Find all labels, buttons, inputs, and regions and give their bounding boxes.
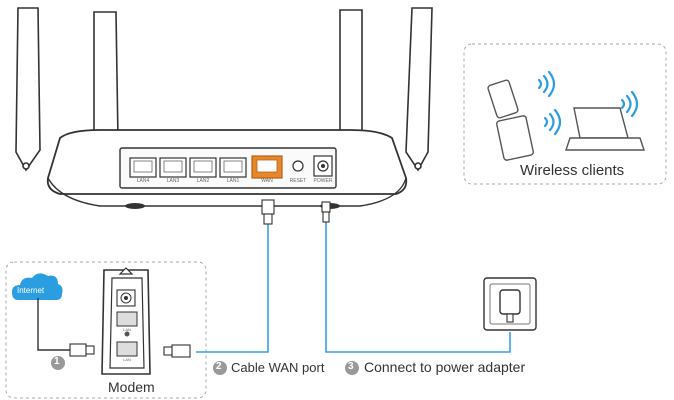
port-label-lan1: LAN1 (226, 178, 240, 184)
phone-icon (487, 79, 519, 119)
internet-label: Internet (17, 286, 45, 295)
step-3-text: Connect to power adapter (364, 359, 526, 375)
laptop-icon (565, 107, 645, 151)
port-lan3 (159, 157, 187, 178)
tablet-icon (496, 115, 534, 161)
port-label-lan3: LAN3 (166, 178, 180, 184)
wireless-clients-box (463, 43, 667, 185)
wifi-icon (537, 70, 639, 136)
port-lan2 (189, 157, 217, 178)
modem-title: Modem (108, 379, 155, 395)
wireless-clients-title: Wireless clients (520, 162, 625, 179)
rj45-connector-internet (69, 343, 95, 357)
reset-label: RESET (289, 178, 307, 184)
step-1-badge (51, 356, 65, 370)
step-2-badge (213, 361, 227, 375)
modem-box (5, 261, 207, 399)
rj45-connector-modem (163, 344, 191, 358)
cables (37, 222, 511, 353)
port-wan (251, 155, 283, 179)
internet-cloud-icon (12, 273, 63, 300)
step-3-badge (345, 361, 359, 375)
port-label-wan: WAN (261, 178, 273, 184)
power-plug-router (321, 201, 331, 223)
modem-port-label-1: LAN (123, 327, 131, 332)
port-label-lan4: LAN4 (136, 178, 150, 184)
power-label: POWER (313, 178, 333, 184)
modem-port-label-2: LAN (123, 357, 131, 362)
power-port (313, 155, 333, 177)
port-lan4 (129, 157, 157, 178)
port-lan1 (219, 157, 247, 178)
step-1-number: 1 (54, 356, 60, 367)
rj45-connector-router (261, 199, 275, 225)
router-ports (129, 155, 333, 179)
step-2-number: 2 (216, 361, 222, 372)
reset-button (292, 160, 304, 172)
power-adapter-icon (483, 277, 537, 331)
antennas (15, 7, 433, 172)
step-2-text: Cable WAN port (231, 360, 325, 375)
port-label-lan2: LAN2 (196, 178, 210, 184)
step-3-number: 3 (348, 361, 354, 372)
modem-icon (101, 267, 151, 375)
